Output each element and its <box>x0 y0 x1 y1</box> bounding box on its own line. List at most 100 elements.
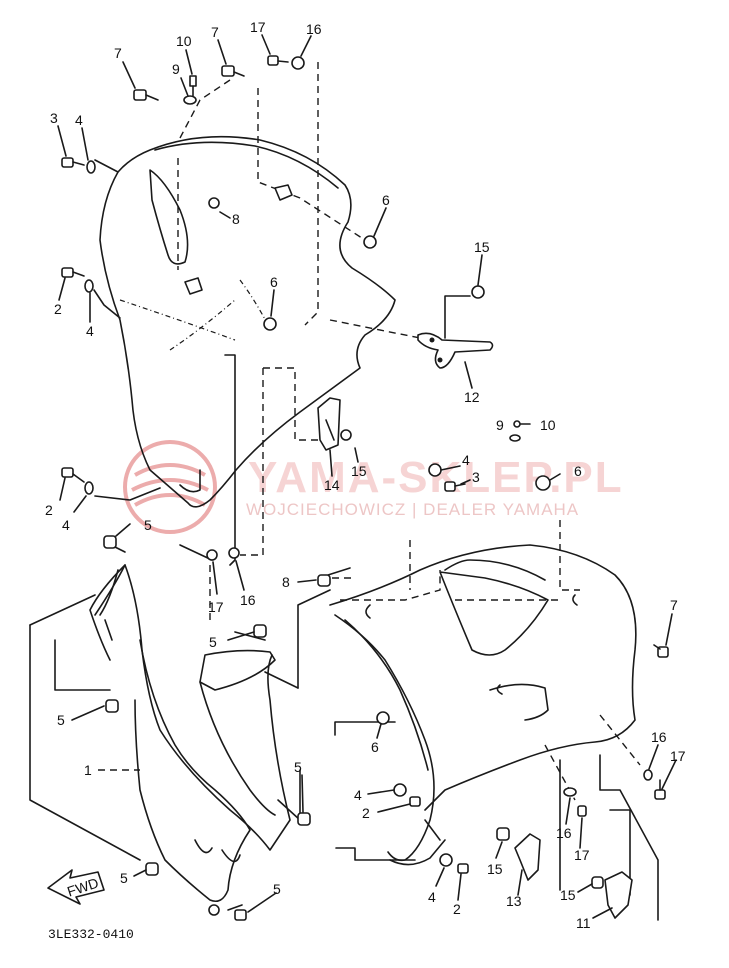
fwd-arrow-icon: FWD <box>47 869 105 905</box>
callout-2a: 2 <box>54 301 62 317</box>
callout-4f: 4 <box>428 889 436 905</box>
right-frame <box>297 520 659 921</box>
callout-17b: 17 <box>208 599 224 615</box>
grommet-icon <box>103 535 117 549</box>
nut-icon <box>535 475 551 491</box>
upper-dashed-frame <box>177 62 421 566</box>
callout-6a: 6 <box>382 192 390 208</box>
callout-9b: 9 <box>496 417 504 433</box>
bolt-icon <box>577 805 587 817</box>
grommet-icon <box>297 812 311 826</box>
callout-15a: 15 <box>474 239 490 255</box>
callout-5c: 5 <box>57 712 65 728</box>
grommet-icon <box>317 574 331 587</box>
callout-6c: 6 <box>574 463 582 479</box>
left-frame <box>29 159 213 861</box>
grommet-icon <box>105 699 119 713</box>
bracket-12 <box>417 295 494 369</box>
grommet-icon <box>253 624 267 638</box>
nut-icon <box>208 197 220 209</box>
nut-icon <box>376 711 390 725</box>
washer-icon <box>228 547 240 559</box>
callout-8b: 8 <box>282 574 290 590</box>
bolt-icon <box>61 157 85 168</box>
callout-17c: 17 <box>670 748 686 764</box>
washer-icon <box>86 160 96 174</box>
callout-8a: 8 <box>232 211 240 227</box>
washer-icon <box>208 904 220 916</box>
washer-icon <box>439 853 453 867</box>
washer-icon <box>509 434 521 442</box>
callout-15b: 15 <box>351 463 367 479</box>
callout-4a: 4 <box>75 112 83 128</box>
callout-12: 12 <box>464 389 480 405</box>
callout-15c: 15 <box>487 861 503 877</box>
washer-icon <box>84 481 94 495</box>
watermark-title: YAMA-SKLEP.PL <box>248 453 624 502</box>
callout-labels: 7 10 9 7 17 16 3 4 8 6 2 4 6 15 12 9 10 … <box>45 19 686 931</box>
callout-4d: 4 <box>62 517 70 533</box>
callout-1: 1 <box>84 762 92 778</box>
callout-17a: 17 <box>250 19 266 35</box>
callout-4b: 4 <box>86 323 94 339</box>
bolt-icon <box>221 65 245 77</box>
washer-icon <box>340 429 352 441</box>
callout-13: 13 <box>506 893 522 909</box>
callout-7a: 7 <box>114 45 122 61</box>
callout-6b: 6 <box>270 274 278 290</box>
watermark-subtitle: WOJCIECHOWICZ | DEALER YAMAHA <box>246 500 579 519</box>
callout-15d: 15 <box>560 887 576 903</box>
fasteners <box>61 55 669 921</box>
callout-16d: 16 <box>556 825 572 841</box>
bolt-icon <box>206 549 218 561</box>
clip-icon <box>274 184 293 201</box>
callout-6d: 6 <box>371 739 379 755</box>
callout-9a: 9 <box>172 61 180 77</box>
lower-right-cowling <box>329 544 637 866</box>
callout-7b: 7 <box>211 24 219 40</box>
callout-16a: 16 <box>306 21 322 37</box>
callout-5b: 5 <box>209 634 217 650</box>
callout-5e: 5 <box>120 870 128 886</box>
bolt-icon <box>61 267 85 278</box>
bracket-13 <box>514 833 541 881</box>
callout-3a: 3 <box>50 110 58 126</box>
bolt-icon <box>133 89 159 101</box>
nut-icon <box>263 317 277 331</box>
watermark: YAMA-SKLEP.PL WOJCIECHOWICZ | DEALER YAM… <box>123 440 624 534</box>
bolt-icon <box>654 779 666 800</box>
bolt-icon <box>189 75 197 97</box>
bolt-icon <box>653 644 669 658</box>
front-cowl-panel <box>89 564 291 903</box>
callout-2c: 2 <box>362 805 370 821</box>
bracket-14 <box>317 397 341 451</box>
callout-10b: 10 <box>540 417 556 433</box>
callout-2b: 2 <box>45 502 53 518</box>
washer-icon <box>183 95 197 105</box>
callout-14: 14 <box>324 477 340 493</box>
bolt-icon <box>61 467 85 483</box>
leader-lines <box>57 34 677 919</box>
washer-icon <box>84 279 94 293</box>
bolt-icon <box>444 481 466 492</box>
callout-16c: 16 <box>651 729 667 745</box>
bolt-icon <box>409 796 421 807</box>
grommet-icon <box>496 827 510 841</box>
bracket-11 <box>604 871 633 919</box>
bolt-icon <box>457 863 469 874</box>
callout-5a: 5 <box>144 517 152 533</box>
washer-icon <box>393 783 407 797</box>
grommet-icon <box>145 862 159 876</box>
washer-icon <box>428 463 442 477</box>
callout-11: 11 <box>576 915 591 931</box>
bolt-icon <box>267 55 289 66</box>
clip-icon <box>184 277 203 295</box>
nut-icon <box>363 235 377 249</box>
callout-4c: 4 <box>462 452 470 468</box>
bolt-icon <box>234 909 247 921</box>
callout-17d: 17 <box>574 847 590 863</box>
callout-5d: 5 <box>294 759 302 775</box>
callout-10a: 10 <box>176 33 192 49</box>
washer-icon <box>643 769 653 781</box>
